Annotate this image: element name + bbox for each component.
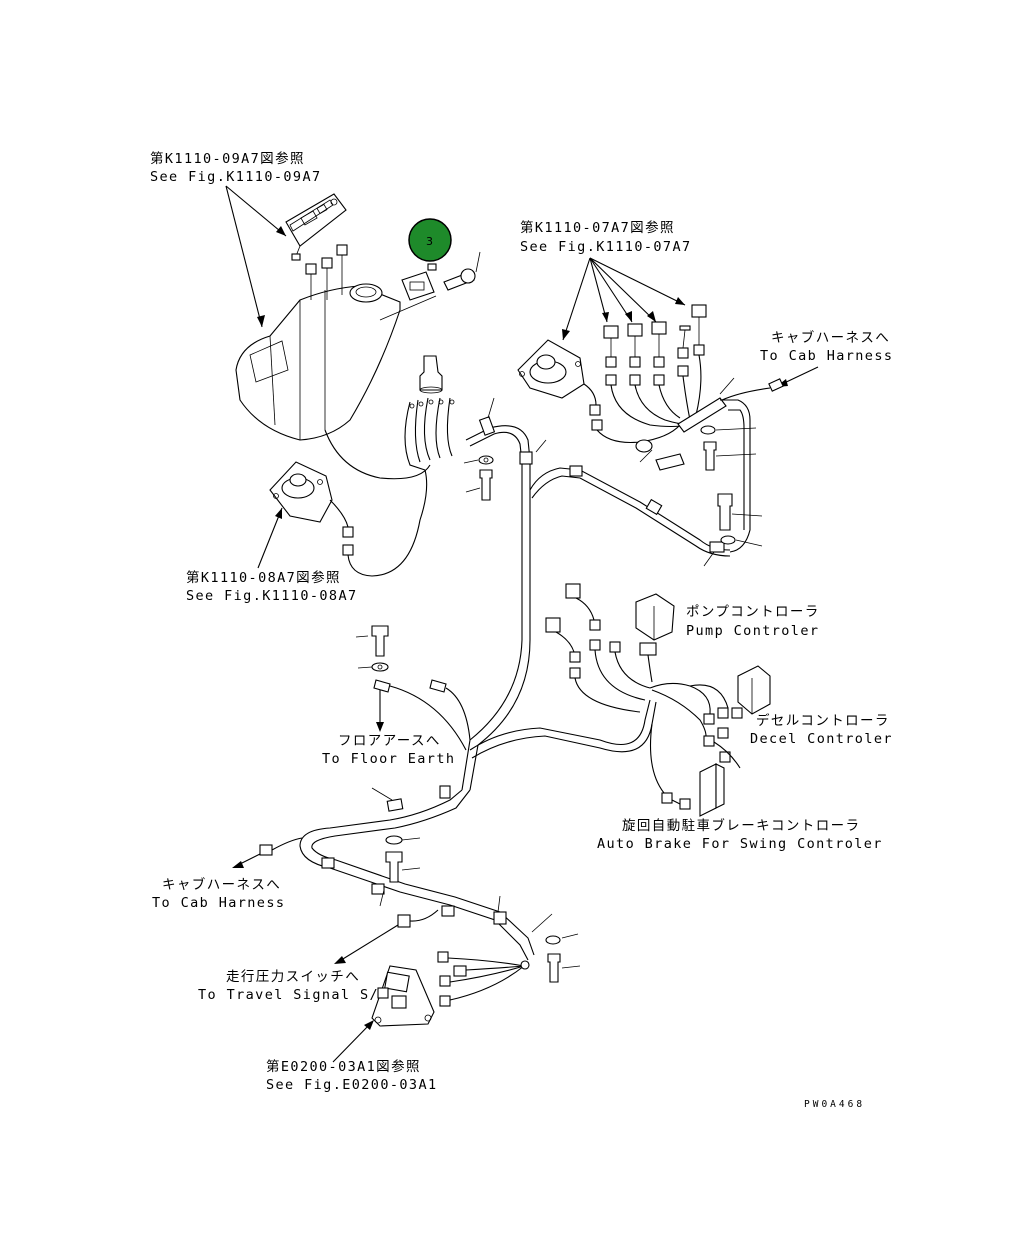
label-travel-jp: 走行圧力スイッチへ: [226, 969, 360, 985]
label-e0200: 第E0200-03A1図参照 See Fig.E0200-03A1: [266, 1058, 438, 1093]
label-lever-right: 第K1110-07A7図参照 See Fig.K1110-07A7: [520, 219, 692, 255]
callout-circle: [408, 218, 452, 262]
label-travel-switch: 走行圧力スイッチへ To Travel Signal S/W: [198, 969, 389, 1003]
label-cab-harness-left: キャブハーネスへ To Cab Harness: [152, 876, 285, 911]
label-decel-controller: デセルコントローラ Decel Controler: [750, 712, 893, 747]
label-lever-right-en: See Fig.K1110-07A7: [520, 239, 692, 255]
label-monitor-en: See Fig.K1110-09A7: [150, 169, 322, 185]
callout-number: 3: [426, 235, 433, 248]
label-lever-right-jp: 第K1110-07A7図参照: [520, 219, 675, 236]
harness-main: [299, 397, 751, 961]
label-floor-jp: フロアアースへ: [338, 733, 441, 749]
rubber-boot: [419, 355, 443, 394]
label-cab-harness-top: キャブハーネスへ To Cab Harness: [760, 329, 893, 364]
label-floor-earth: フロアアースへ To Floor Earth: [322, 733, 455, 767]
clamps-and-bolts: [259, 377, 763, 983]
label-e0200-jp: 第E0200-03A1図参照: [266, 1058, 421, 1075]
callout-3[interactable]: 3: [408, 218, 452, 262]
left-lever: [269, 461, 428, 577]
label-cab-top-jp: キャブハーネスへ: [771, 329, 890, 346]
label-cab-top-en: To Cab Harness: [760, 348, 893, 364]
pump-controller: [545, 583, 675, 713]
label-lever-left: 第K1110-08A7図参照 See Fig.K1110-08A7: [186, 569, 358, 604]
right-lever: [517, 339, 681, 444]
label-decel-jp: デセルコントローラ: [756, 712, 890, 729]
connector-cluster-top-right: [603, 304, 784, 471]
swing-brake-controller: [649, 723, 725, 817]
leader-lines: [225, 185, 819, 1063]
label-swing-jp: 旋回自動駐車ブレーキコントローラ: [622, 817, 860, 834]
label-swing-brake-controller: 旋回自動駐車ブレーキコントローラ Auto Brake For Swing Co…: [597, 817, 883, 852]
label-e0200-en: See Fig.E0200-03A1: [266, 1077, 438, 1093]
switch-part: [379, 251, 481, 321]
label-cab-left-jp: キャブハーネスへ: [162, 876, 281, 893]
monitor-panel: [285, 193, 347, 261]
label-pump-en: Pump Controler: [686, 623, 819, 639]
label-lever-left-jp: 第K1110-08A7図参照: [186, 569, 341, 586]
label-lever-left-en: See Fig.K1110-08A7: [186, 588, 358, 604]
label-floor-en: To Floor Earth: [322, 751, 455, 767]
label-pump-jp: ポンプコントローラ: [686, 604, 820, 620]
label-swing-en: Auto Brake For Swing Controler: [597, 836, 883, 852]
label-cab-left-en: To Cab Harness: [152, 895, 285, 911]
decel-controller: [649, 665, 771, 769]
console-box: [235, 244, 401, 441]
label-decel-en: Decel Controler: [750, 731, 893, 747]
label-travel-en: To Travel Signal S/W: [198, 987, 389, 1003]
label-monitor: 第K1110-09A7図参照 See Fig.K1110-09A7: [150, 150, 322, 185]
drawing-code: PW0A468: [804, 1099, 865, 1110]
travel-switch-bracket: [371, 951, 530, 1027]
label-monitor-jp: 第K1110-09A7図参照: [150, 150, 305, 167]
label-pump-controller: ポンプコントローラ Pump Controler: [686, 604, 820, 639]
